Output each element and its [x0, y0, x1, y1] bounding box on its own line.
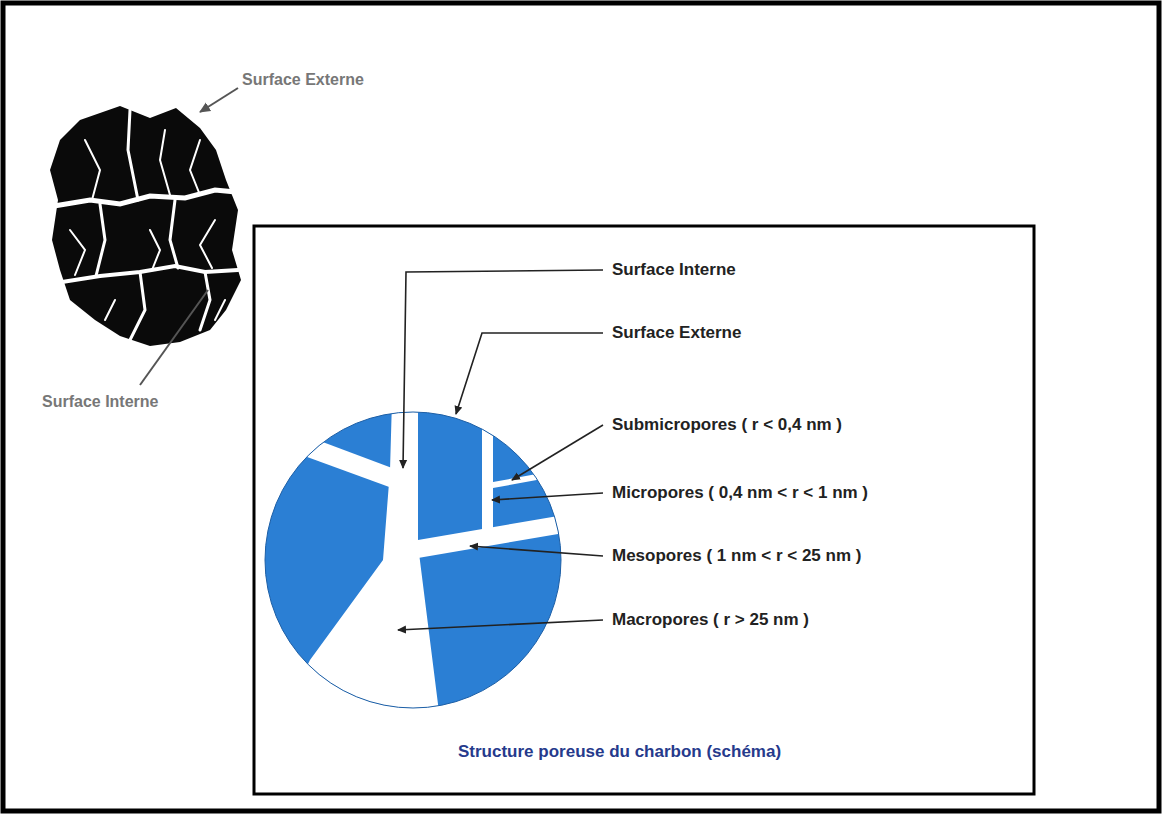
part-label: Surface Interne [42, 392, 158, 411]
outer-frame [3, 3, 1159, 811]
leader-line [200, 88, 238, 112]
part-label: Surface Externe [612, 323, 741, 343]
pore-label: Mesopores ( 1 nm < r < 25 nm ) [612, 546, 861, 566]
pore-circle-edge [265, 412, 561, 708]
leader-lines [398, 270, 603, 630]
caption: Structure poreuse du charbon (schéma) [458, 742, 781, 762]
particle-cracks [54, 110, 238, 340]
part-label: Surface Externe [242, 70, 364, 89]
leader-line [140, 290, 208, 385]
schema-frame [254, 226, 1034, 794]
pore-label: Macropores ( r > 25 nm ) [612, 610, 809, 630]
pore-label: Submicropores ( r < 0,4 nm ) [612, 415, 842, 435]
pore-channels [280, 400, 570, 720]
charcoal-particle [50, 106, 241, 346]
pore-label: Micropores ( 0,4 nm < r < 1 nm ) [612, 483, 868, 503]
part-label: Surface Interne [612, 260, 736, 280]
